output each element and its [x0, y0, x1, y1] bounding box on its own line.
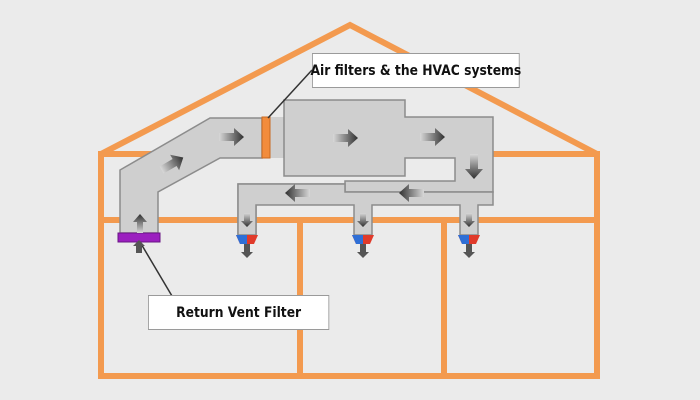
- arrow-right-icon: [333, 129, 358, 147]
- arrow-down-icon: [241, 213, 253, 227]
- arrow-right-icon: [219, 128, 244, 146]
- arrow-down-icon: [465, 154, 483, 179]
- return-vent-callout: Return Vent Filter: [148, 295, 330, 330]
- arrow-down-icon: [357, 213, 369, 227]
- air-filters-callout: Air filters & the HVAC systems: [310, 53, 522, 88]
- arrow-up-icon: [133, 214, 147, 233]
- arrow-diagonal-icon: [159, 154, 184, 174]
- ductwork: [119, 99, 494, 236]
- arrow-left-icon: [399, 184, 424, 202]
- vent-icon: [458, 235, 480, 244]
- arrow-down-icon: [241, 244, 253, 258]
- arrow-right-icon: [420, 128, 445, 146]
- arrow-up-icon: [133, 240, 145, 253]
- hvac-air-filter: [261, 116, 271, 159]
- air-handler-duct: [270, 117, 284, 158]
- arrow-left-icon: [285, 184, 310, 202]
- return-filter-leader-line: [139, 241, 173, 297]
- arrow-down-icon: [357, 244, 369, 258]
- arrow-down-icon: [463, 213, 475, 227]
- house-roof: [99, 21, 599, 157]
- branch-ducts: [237, 183, 494, 236]
- vent-icon: [236, 235, 258, 244]
- return-vent-label: Return Vent Filter: [176, 304, 302, 321]
- air-filter-leader-line: [267, 69, 313, 119]
- vent-icon: [352, 235, 374, 244]
- air-filters-label: Air filters & the HVAC systems: [310, 62, 522, 79]
- arrow-down-icon: [463, 244, 475, 258]
